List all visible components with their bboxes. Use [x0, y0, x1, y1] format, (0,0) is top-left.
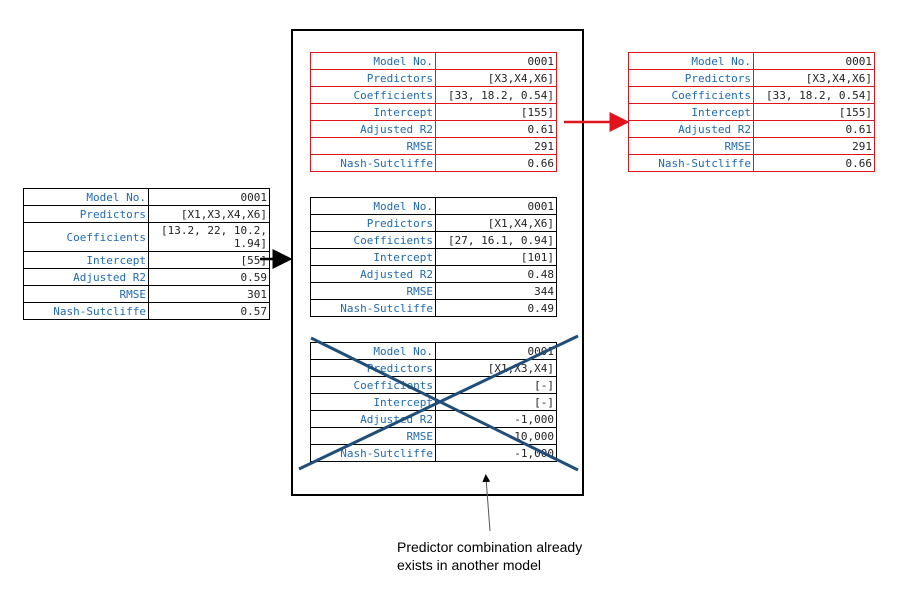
table-row: Nash-Sutcliffe 0.66 [628, 154, 875, 172]
label-coefficients: Coefficients [628, 86, 754, 104]
label-adjusted-r2: Adjusted R2 [628, 120, 754, 138]
value-adjusted-r2: 0.61 [435, 120, 557, 138]
label-intercept: Intercept [23, 251, 149, 269]
table-row: Intercept [-] [310, 393, 557, 411]
table-row: Adjusted R2 0.48 [310, 265, 557, 283]
candidate-model-table-2: Model No. 0001 Predictors [X1,X4,X6] Coe… [310, 197, 557, 317]
table-row: Coefficients [33, 18.2, 0.54] [628, 86, 875, 104]
caption-line-2: exists in another model [397, 557, 541, 573]
table-row: Adjusted R2 0.61 [310, 120, 557, 138]
value-coefficients: [27, 16.1, 0.94] [435, 231, 557, 249]
table-row: RMSE 10,000 [310, 427, 557, 445]
value-intercept: [-] [435, 393, 557, 411]
table-row: Predictors [X3,X4,X6] [628, 69, 875, 87]
value-coefficients: [33, 18.2, 0.54] [435, 86, 557, 104]
caption-pointer-line [482, 474, 491, 532]
label-nash-sutcliffe: Nash-Sutcliffe [23, 302, 149, 320]
table-row: Intercept [155] [628, 103, 875, 121]
value-nash-sutcliffe: -1,000 [435, 444, 557, 462]
label-coefficients: Coefficients [310, 86, 436, 104]
table-row: Nash-Sutcliffe 0.66 [310, 154, 557, 172]
table-row: Nash-Sutcliffe 0.57 [23, 302, 270, 320]
table-row: Coefficients [33, 18.2, 0.54] [310, 86, 557, 104]
label-nash-sutcliffe: Nash-Sutcliffe [628, 154, 754, 172]
table-row: Adjusted R2 0.59 [23, 268, 270, 286]
candidate-model-table-1: Model No. 0001 Predictors [X3,X4,X6] Coe… [310, 52, 557, 172]
value-coefficients: [33, 18.2, 0.54] [753, 86, 875, 104]
label-predictors: Predictors [310, 69, 436, 87]
table-row: Nash-Sutcliffe 0.49 [310, 299, 557, 317]
label-nash-sutcliffe: Nash-Sutcliffe [310, 299, 436, 317]
label-predictors: Predictors [310, 214, 436, 232]
value-nash-sutcliffe: 0.57 [148, 302, 270, 320]
value-nash-sutcliffe: 0.49 [435, 299, 557, 317]
value-predictors: [X1,X4,X6] [435, 214, 557, 232]
value-adjusted-r2: 0.59 [148, 268, 270, 286]
value-predictors: [X1,X3,X4,X6] [148, 205, 270, 223]
caption-line-1: Predictor combination already [397, 539, 583, 555]
table-row: Adjusted R2 -1,000 [310, 410, 557, 428]
input-model-table: Model No. 0001 Predictors [X1,X3,X4,X6] … [23, 188, 270, 320]
label-nash-sutcliffe: Nash-Sutcliffe [310, 154, 436, 172]
table-row: Coefficients [27, 16.1, 0.94] [310, 231, 557, 249]
value-nash-sutcliffe: 0.66 [753, 154, 875, 172]
cross-out-line-2 [298, 334, 579, 471]
table-row: Adjusted R2 0.61 [628, 120, 875, 138]
cross-out-line-1 [310, 336, 579, 472]
caption-note: Predictor combination already exists in … [397, 538, 627, 574]
table-row: Predictors [X1,X3,X4,X6] [23, 205, 270, 223]
table-row: Nash-Sutcliffe -1,000 [310, 444, 557, 462]
value-adjusted-r2: 0.48 [435, 265, 557, 283]
table-row: Intercept [155] [310, 103, 557, 121]
value-intercept: [155] [435, 103, 557, 121]
table-row: Model No. 0001 [310, 197, 557, 215]
label-coefficients: Coefficients [310, 231, 436, 249]
table-row: Model No. 0001 [23, 188, 270, 206]
label-adjusted-r2: Adjusted R2 [23, 268, 149, 286]
label-rmse: RMSE [310, 282, 436, 300]
label-coefficients: Coefficients [23, 222, 149, 252]
table-row: RMSE 291 [628, 137, 875, 155]
table-row: Coefficients [13.2, 22, 10.2, 1.94] [23, 222, 270, 252]
table-row: Model No. 0001 [310, 342, 557, 360]
value-coefficients: [13.2, 22, 10.2, 1.94] [148, 222, 270, 252]
table-row: Predictors [X1,X4,X6] [310, 214, 557, 232]
label-coefficients: Coefficients [310, 376, 436, 394]
table-row: Model No. 0001 [310, 52, 557, 70]
value-nash-sutcliffe: 0.66 [435, 154, 557, 172]
output-model-table: Model No. 0001 Predictors [X3,X4,X6] Coe… [628, 52, 875, 172]
